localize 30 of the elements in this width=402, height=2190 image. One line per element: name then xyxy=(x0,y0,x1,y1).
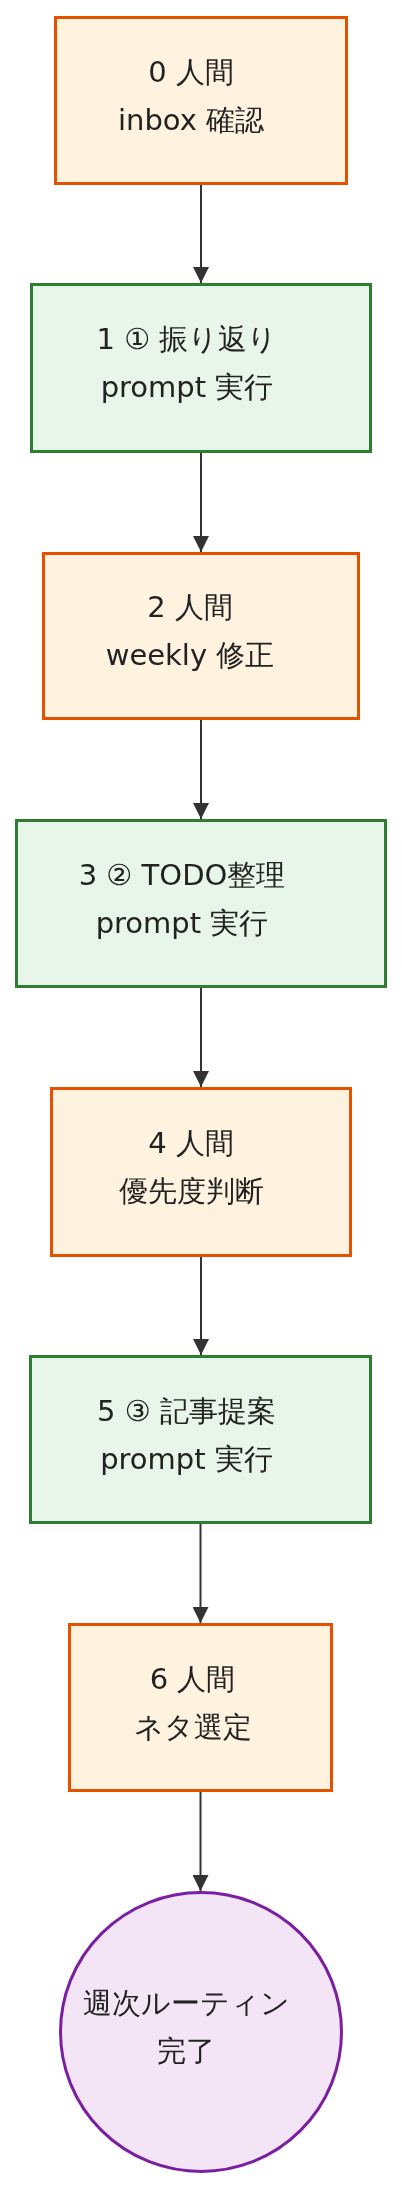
step-heading: 4 人間 xyxy=(148,1125,234,1162)
process-box xyxy=(42,552,360,720)
step-heading: 5 ③ 記事提案 xyxy=(97,1392,276,1430)
arrow xyxy=(193,452,209,553)
step-heading: 3 ② TODO整理 xyxy=(78,856,286,894)
step-heading: 0 人間 xyxy=(148,53,234,91)
step-text: ネタ選定 xyxy=(133,1708,252,1746)
step-heading: 6 人間 xyxy=(149,1660,236,1698)
end-label: 週次ルーティン完了 xyxy=(81,1985,291,2070)
step-text: prompt 実行 xyxy=(95,904,269,942)
arrow xyxy=(192,1523,209,1624)
process-box xyxy=(54,16,348,185)
step-text: prompt 実行 xyxy=(100,369,274,406)
arrow xyxy=(192,1791,209,1892)
arrow xyxy=(193,184,209,284)
arrow xyxy=(193,1256,209,1356)
step-heading: 1 ① 振り返り xyxy=(96,321,278,358)
step-text: weekly 修正 xyxy=(105,637,275,674)
process-box xyxy=(29,1355,372,1524)
end-circle xyxy=(59,1891,343,2173)
step-heading: 2 人間 xyxy=(147,589,233,626)
arrow xyxy=(193,719,209,820)
process-box xyxy=(30,283,372,453)
step-text: prompt 実行 xyxy=(100,1440,273,1478)
step-text: inbox 確認 xyxy=(117,101,265,139)
process-box xyxy=(15,819,387,988)
arrow xyxy=(193,987,209,1088)
process-box xyxy=(68,1623,333,1792)
step-text: 優先度判断 xyxy=(118,1173,264,1210)
process-box xyxy=(50,1087,352,1257)
